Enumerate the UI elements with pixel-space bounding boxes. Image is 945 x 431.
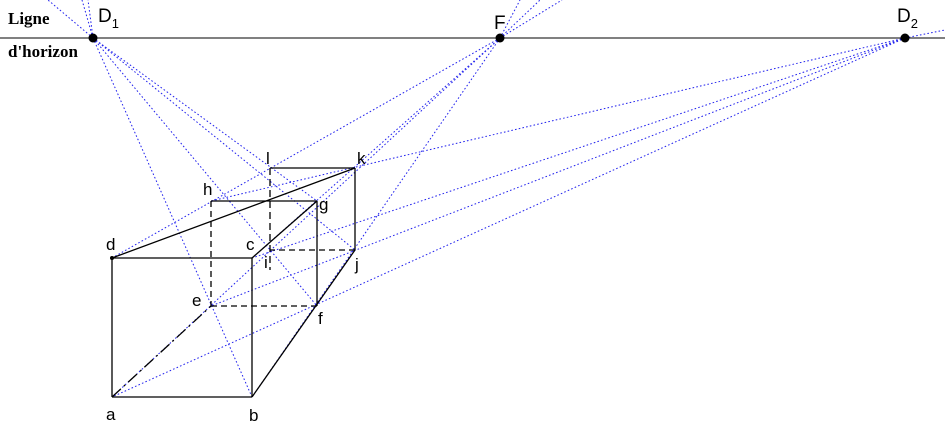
vertex-label-e: e (192, 291, 201, 310)
line-f-b (251, 37, 501, 398)
f-label: F (494, 13, 506, 34)
edge-bj (251, 249, 356, 398)
d1-letter: D (98, 6, 112, 27)
line-d2-e (210, 37, 906, 307)
d1-index: 1 (112, 16, 119, 31)
line-f-up3 (499, 0, 563, 39)
vertex-d-dot (110, 256, 114, 260)
edge-cg (251, 200, 318, 259)
line-d2-h (210, 37, 906, 202)
line-d1-f (92, 37, 318, 307)
vertex-label-i: i (264, 253, 268, 272)
vertex-label-d: d (106, 235, 115, 254)
line-d1-up1 (47, 0, 94, 39)
d2-index: 2 (911, 16, 918, 31)
line-d1-j (92, 37, 356, 251)
vertex-label-f: f (318, 309, 323, 328)
horizon-label-line2: d'horizon (8, 42, 78, 61)
box-edges (111, 167, 356, 398)
line-d1-up3 (87, 0, 94, 39)
d2-point (900, 33, 910, 43)
line-f-d (111, 37, 501, 259)
vertex-label-j: j (354, 255, 359, 274)
vertex-label-b: b (249, 406, 258, 425)
d1-label: D1 (98, 6, 119, 31)
d1-point (88, 33, 98, 43)
vertex-label-c: c (246, 235, 255, 254)
vertex-label-h: h (203, 180, 212, 199)
line-f-up1 (499, 0, 521, 39)
line-d1-b (92, 37, 253, 398)
d2-letter: D (897, 6, 911, 27)
line-d1-up2 (81, 0, 94, 39)
construction-lines (47, 0, 945, 398)
vertex-label-g: g (319, 195, 328, 214)
edge-ae (111, 305, 212, 398)
line-d2-c (251, 37, 906, 259)
horizon-label-line1: Ligne (8, 9, 50, 28)
vertex-label-l: l (266, 149, 270, 168)
line-f-a (111, 37, 501, 398)
vertex-label-k: k (357, 149, 366, 168)
f-point (495, 33, 505, 43)
d2-label: D2 (897, 6, 918, 31)
line-d1-g (92, 37, 318, 202)
line-f-up2 (499, 0, 541, 39)
line-d2-a (111, 37, 906, 398)
vertex-label-a: a (106, 405, 116, 424)
edge-dk (111, 167, 356, 259)
line-d2-right (904, 29, 945, 39)
